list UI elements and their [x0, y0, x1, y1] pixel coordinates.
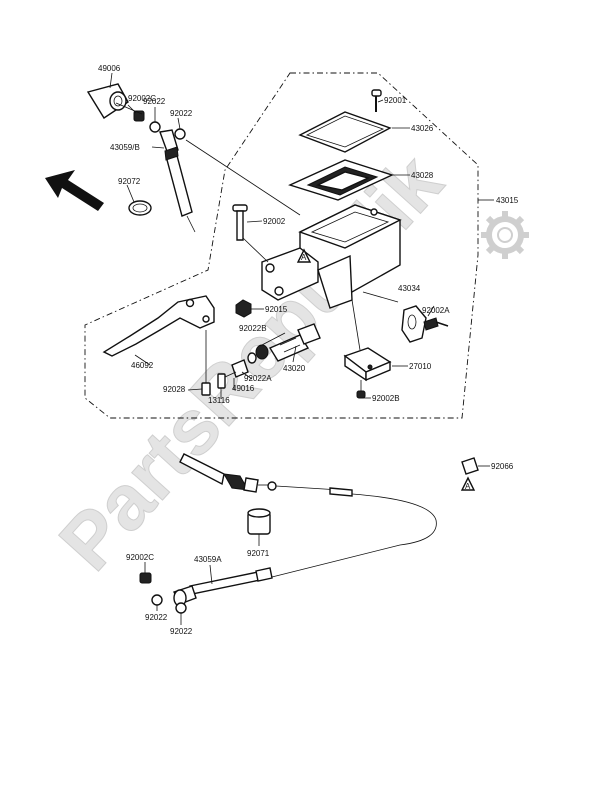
- push-rod-13116: [217, 371, 237, 389]
- label-92022-c: 92022: [145, 613, 168, 622]
- label-92028: 92028: [163, 385, 186, 394]
- nut-92015: [235, 299, 252, 318]
- washer-92022-b: [174, 128, 186, 140]
- clamp-92072: [128, 200, 152, 216]
- banjo-bolt-92002c: [127, 104, 145, 122]
- leader-27010: [351, 299, 361, 351]
- label-43059b: 43059/B: [110, 143, 140, 152]
- banjo-fitting-49006: [86, 83, 129, 119]
- label-49006: 49006: [98, 64, 121, 73]
- clutch-cable: [179, 453, 437, 581]
- reference-marker-a-right: A: [460, 476, 476, 491]
- bolt-92002c-bottom: [139, 572, 152, 584]
- label-92072: 92072: [118, 177, 141, 186]
- bolt-92002a: [423, 317, 449, 331]
- piston-assembly-43020: [247, 323, 321, 364]
- label-92015: 92015: [265, 305, 288, 314]
- diaphragm-43028: [288, 159, 394, 201]
- reservoir-cap-43026: [298, 111, 392, 153]
- leader-hose: [185, 139, 301, 216]
- reference-a-top-label: A: [301, 253, 307, 262]
- label-92001: 92001: [384, 96, 407, 105]
- bushing-92071: [247, 508, 271, 535]
- washer-92022-d: [175, 602, 187, 614]
- part-labels: 49006 92002C 92022 92022 43059/B 92072 9…: [98, 64, 519, 636]
- master-cylinder-body-43015: [261, 204, 402, 309]
- label-92002c-top: 92002C: [128, 94, 156, 103]
- label-43028: 43028: [411, 171, 434, 180]
- label-92022b: 92022B: [239, 324, 267, 333]
- assembly-boundary: [84, 72, 479, 419]
- label-43020: 43020: [283, 364, 306, 373]
- switch-27010: [343, 347, 392, 382]
- label-43015: 43015: [496, 196, 519, 205]
- reference-a-right-label: A: [465, 482, 471, 491]
- label-92071: 92071: [247, 549, 270, 558]
- hose-43059a: [173, 567, 273, 607]
- label-92002a: 92002A: [422, 306, 450, 315]
- label-13116: 13116: [208, 396, 230, 405]
- label-43026: 43026: [411, 124, 434, 133]
- washer-92022-c: [151, 594, 163, 606]
- label-92022-a: 92022: [143, 97, 166, 106]
- label-27010: 27010: [409, 362, 432, 371]
- direction-arrow-icon: [45, 170, 104, 211]
- label-43034: 43034: [398, 284, 421, 293]
- screw-92002b: [356, 380, 366, 399]
- label-92022-b: 92022: [170, 109, 193, 118]
- screw-92001: [371, 89, 382, 112]
- label-92022-d: 92022: [170, 627, 193, 636]
- cap-92066: [461, 457, 479, 475]
- label-92066: 92066: [491, 462, 514, 471]
- leader-lines: [109, 72, 494, 625]
- label-49016: 49016: [232, 384, 255, 393]
- clutch-lever-46092: [102, 295, 215, 357]
- reference-marker-a-top: A: [296, 248, 312, 263]
- label-92002c-bottom: 92002C: [126, 553, 154, 562]
- label-92022a-mid: 92022A: [244, 374, 272, 383]
- label-43059a: 43059A: [194, 555, 222, 564]
- hose-43059b: [159, 129, 196, 233]
- leader-43034: [362, 291, 399, 303]
- holder-43034: [401, 305, 427, 343]
- label-92002: 92002: [263, 217, 286, 226]
- leader-bolt-92002: [242, 237, 269, 263]
- gear-watermark-icon: [481, 211, 529, 259]
- washer-92022-a: [149, 121, 161, 133]
- bolt-92002: [232, 204, 248, 241]
- label-46092: 46092: [131, 361, 154, 370]
- label-92002b: 92002B: [372, 394, 400, 403]
